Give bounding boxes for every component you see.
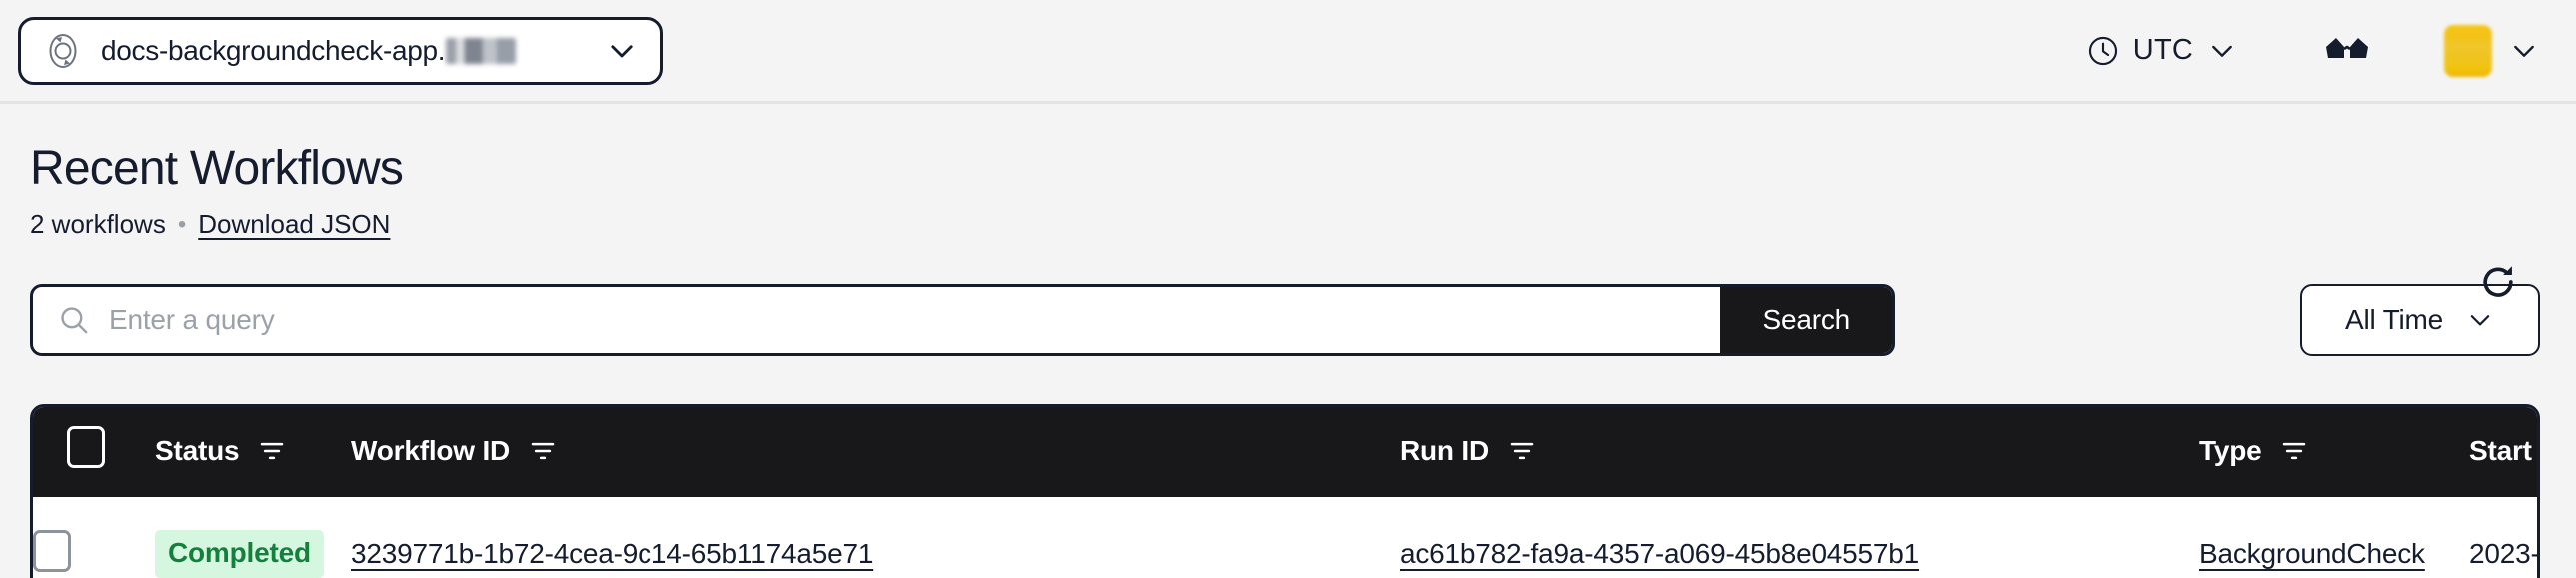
row-status-cell: Completed <box>155 495 351 578</box>
download-json-link[interactable]: Download JSON <box>198 209 391 240</box>
row-checkbox[interactable] <box>33 529 71 572</box>
glasses-icon <box>2324 34 2370 68</box>
time-range-label: All Time <box>2345 304 2443 336</box>
row-run-id-cell: ac61b782-fa9a-4357-a069-45b8e04557b1 <box>1400 495 2199 578</box>
namespace-selector[interactable]: docs-backgroundcheck-app. <box>18 16 663 85</box>
status-badge: Completed <box>155 530 324 578</box>
column-label-type: Type <box>2199 434 2262 466</box>
table-header-row: Status Workflow I <box>33 407 2537 496</box>
column-header-type: Type <box>2199 407 2469 495</box>
filter-icon[interactable] <box>2279 436 2309 466</box>
chevron-down-icon[interactable] <box>2206 35 2238 67</box>
column-label-workflow-id: Workflow ID <box>351 434 511 466</box>
workflows-table: Status Workflow I <box>30 404 2540 578</box>
column-header-start: Start <box>2469 407 2537 495</box>
namespace-label: docs-backgroundcheck-app. <box>101 35 517 67</box>
avatar <box>2444 24 2492 77</box>
workflow-type-link[interactable]: BackgroundCheck <box>2199 538 2425 570</box>
filter-icon[interactable] <box>1507 436 1537 466</box>
refresh-icon <box>2476 260 2520 304</box>
select-all-checkbox[interactable] <box>67 426 105 469</box>
search-button[interactable]: Search <box>1720 287 1892 354</box>
filter-icon[interactable] <box>528 436 558 466</box>
row-start-cell: 2023-10-02 UT <box>2469 538 2540 570</box>
clock-icon <box>2086 34 2120 68</box>
top-bar: docs-backgroundcheck-app. UTC <box>0 0 2576 104</box>
page-subtitle: 2 workflows • Download JSON <box>30 209 2540 240</box>
redacted-namespace-suffix <box>446 37 517 64</box>
column-header-workflow-id: Workflow ID <box>351 407 1400 495</box>
chevron-down-icon <box>2465 305 2495 335</box>
column-header-run-id: Run ID <box>1400 407 2199 495</box>
top-bar-right-group: UTC <box>2076 24 2540 77</box>
page-content: Recent Workflows 2 workflows • Download … <box>0 104 2576 578</box>
filter-icon[interactable] <box>257 436 287 466</box>
column-header-status: Status <box>155 407 351 495</box>
separator-dot: • <box>177 210 187 238</box>
table-row[interactable]: Completed 3239771b-1b72-4cea-9c14-65b117… <box>33 495 2540 578</box>
page-title: Recent Workflows <box>30 142 404 195</box>
column-label-start: Start <box>2469 434 2532 466</box>
column-label-run-id: Run ID <box>1400 434 1490 466</box>
search-input[interactable] <box>109 304 1721 337</box>
refresh-button[interactable] <box>2470 254 2526 310</box>
chevron-down-icon[interactable] <box>587 34 639 68</box>
row-type-cell: BackgroundCheck <box>2199 495 2469 578</box>
search-box: Search <box>30 284 1895 357</box>
column-header-select-all <box>33 407 155 495</box>
timezone-selector[interactable]: UTC <box>2076 28 2248 74</box>
glasses-button[interactable] <box>2310 28 2384 74</box>
workflow-id-link[interactable]: 3239771b-1b72-4cea-9c14-65b1174a5e71 <box>351 538 874 570</box>
run-id-link[interactable]: ac61b782-fa9a-4357-a069-45b8e04557b1 <box>1400 538 1920 570</box>
row-workflow-id-cell: 3239771b-1b72-4cea-9c14-65b1174a5e71 <box>351 495 1400 578</box>
user-menu[interactable] <box>2444 24 2540 77</box>
page-header: Recent Workflows 2 workflows • Download … <box>30 104 2540 240</box>
row-select-cell <box>33 495 155 578</box>
workflow-count-label: 2 workflows <box>30 209 166 240</box>
search-field[interactable] <box>33 287 1721 353</box>
search-icon <box>57 303 91 337</box>
temporal-logo-icon <box>43 31 83 71</box>
search-row: Search All Time <box>30 284 2540 357</box>
column-label-status: Status <box>155 434 240 466</box>
timezone-label: UTC <box>2132 34 2193 66</box>
chevron-down-icon[interactable] <box>2508 35 2540 67</box>
